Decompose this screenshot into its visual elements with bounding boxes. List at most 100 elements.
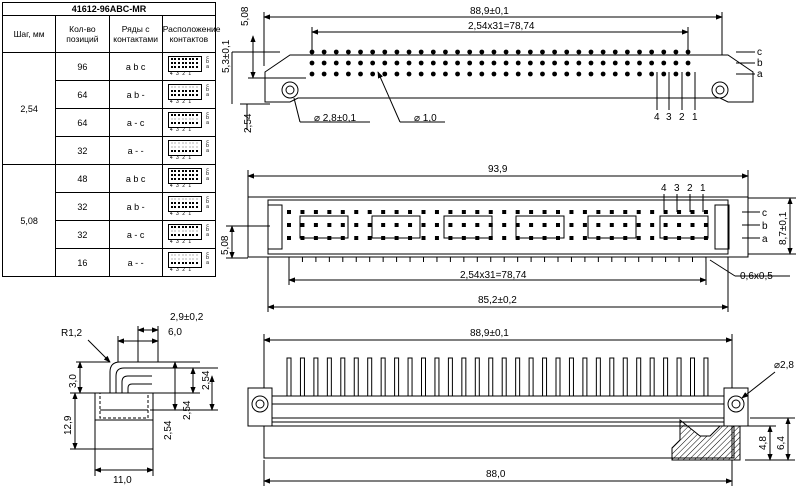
front-contact xyxy=(381,223,386,227)
contact-pin xyxy=(515,71,521,77)
front-contact xyxy=(434,210,439,214)
front-contact xyxy=(609,210,614,214)
front-contact xyxy=(488,223,493,227)
front-contact xyxy=(313,223,318,227)
mini-row-letter: c xyxy=(206,138,209,145)
dim-height-front: 8,7±0,1 xyxy=(778,211,789,245)
front-contact xyxy=(327,223,332,227)
contact-fin xyxy=(568,357,574,397)
front-contact xyxy=(502,210,507,214)
contact-pin xyxy=(321,60,327,66)
dim-left-height-front: 5,08 xyxy=(220,235,231,255)
front-contact xyxy=(502,236,507,240)
front-view-labels: 93,9 2,54x31=78,74 85,2±0,2 5,08 8,7±0,1… xyxy=(220,164,789,306)
contact-fin xyxy=(515,357,521,397)
contact-pin xyxy=(491,60,497,66)
contact-pin xyxy=(333,71,339,77)
contact-fin xyxy=(501,357,507,397)
mini-row-letter: c xyxy=(206,250,209,257)
contact-pin xyxy=(443,71,448,77)
contact-pin xyxy=(552,49,557,55)
dim-side-b: 6,0 xyxy=(168,327,182,338)
dim-pitch-span-top: 2,54x31=78,74 xyxy=(468,21,535,32)
right-mount-hole xyxy=(711,81,729,99)
front-contact xyxy=(367,236,372,240)
contact-pin xyxy=(333,49,339,55)
header-pitch: Шаг, мм xyxy=(1,15,57,53)
row-label-c: c xyxy=(757,47,762,58)
contact-pin xyxy=(467,71,473,77)
contact-pin xyxy=(624,49,630,55)
contact-pin xyxy=(612,60,618,66)
mini-numbers: 4 3 2 1 xyxy=(169,98,193,105)
contact-pin xyxy=(624,60,630,66)
rows-cell: a b c xyxy=(108,164,163,193)
front-contact xyxy=(556,210,560,214)
contact-pin xyxy=(358,60,363,66)
contact-pin xyxy=(600,60,606,66)
mini-row-letter: a xyxy=(206,231,209,238)
mini-numbers: 4 3 2 1 xyxy=(169,238,193,245)
rows-cell: a b - xyxy=(108,80,163,109)
contact-pin xyxy=(503,71,509,77)
front-contact xyxy=(287,210,291,214)
bottom-view xyxy=(247,334,795,486)
contact-pin xyxy=(685,60,691,66)
contact-pin xyxy=(527,49,533,55)
mini-numbers: 4 3 2 1 xyxy=(169,154,193,161)
front-contact xyxy=(367,210,372,214)
front-contact xyxy=(529,223,534,227)
contact-fin xyxy=(461,357,467,397)
dim-overall-front: 93,9 xyxy=(488,164,508,175)
contact-pin xyxy=(685,49,691,55)
front-contact xyxy=(650,223,655,227)
contact-pin xyxy=(564,71,570,77)
front-contact xyxy=(677,223,682,227)
mini-numbers: 4 3 2 1 xyxy=(169,182,193,189)
contact-pin xyxy=(637,49,642,55)
dim-side-width: 11,0 xyxy=(113,475,132,486)
front-contact xyxy=(354,223,359,227)
contact-pin xyxy=(515,60,521,66)
top-pin-grid xyxy=(309,49,691,77)
front-contact xyxy=(582,236,587,240)
mini-row-letter: c xyxy=(206,166,209,173)
mini-row-letter: a xyxy=(206,91,209,98)
mini-numbers: 4 3 2 1 xyxy=(169,210,193,217)
contact-fin xyxy=(636,357,642,397)
front-contact xyxy=(542,223,547,227)
front-contact xyxy=(354,236,359,240)
front-contact xyxy=(408,223,413,227)
contact-pin xyxy=(467,49,473,55)
contact-pin xyxy=(455,60,460,66)
front-col-2: 2 xyxy=(687,183,693,194)
positions-cell: 32 xyxy=(55,220,110,249)
front-contact xyxy=(287,223,291,227)
contact-pin xyxy=(479,71,485,77)
front-contact xyxy=(394,223,399,227)
mini-row-letter: b xyxy=(206,255,209,261)
contact-pin xyxy=(503,49,509,55)
contact-block xyxy=(299,215,349,239)
contact-fin xyxy=(313,357,319,397)
dim-base-bottom: 88,0 xyxy=(486,469,506,480)
front-contact xyxy=(300,210,305,214)
contact-pin xyxy=(345,49,351,55)
front-row-a: a xyxy=(762,234,768,245)
front-contact xyxy=(596,223,601,227)
dim-hole-dia-bottom: ⌀2,8 xyxy=(774,360,794,371)
mini-row-letter: a xyxy=(206,147,209,154)
contact-pin xyxy=(309,49,315,55)
positions-cell: 64 xyxy=(55,80,110,109)
front-contact xyxy=(636,223,641,227)
contact-fin xyxy=(286,357,292,397)
